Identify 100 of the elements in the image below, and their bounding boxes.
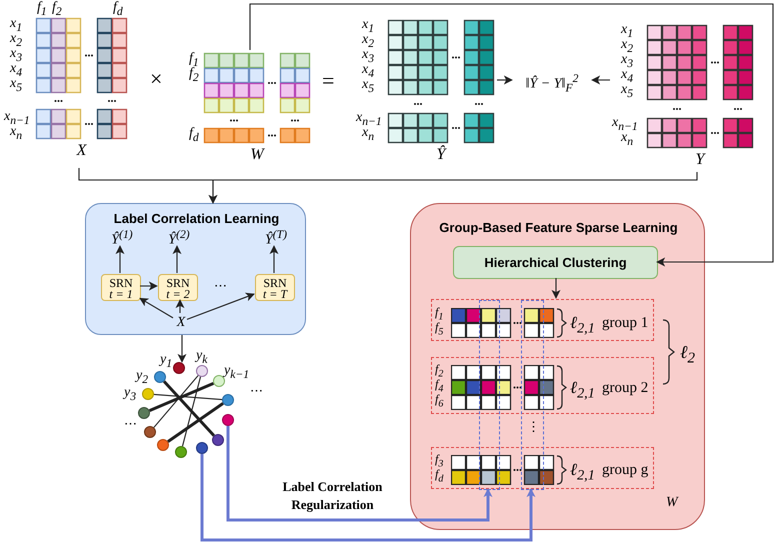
row-label: x$_{5}$ <box>621 83 634 100</box>
row-label: x$_{4}$ <box>621 68 634 84</box>
module-panel <box>410 203 705 530</box>
matrix-label: Ŷ <box>436 147 448 163</box>
group-label: group 1 <box>602 316 648 331</box>
arrow <box>591 76 610 84</box>
math-label: Ŷ$^{(T)}$ <box>264 229 288 248</box>
label-name: y$_{2}$ <box>136 369 148 386</box>
matrix-label: Y <box>694 152 707 168</box>
row-label: x$_{3}$ <box>10 47 22 64</box>
arrow <box>497 76 513 84</box>
row-label: f$_{2}$ <box>189 67 199 84</box>
group-label: group g <box>602 463 648 478</box>
row-label: x$_{n−1}$ <box>4 110 30 126</box>
selection-column <box>479 300 500 490</box>
row-label: x$_{5}$ <box>10 77 22 94</box>
arrow <box>200 454 536 542</box>
row-label: f$_{6}$ <box>435 393 444 410</box>
operator-symbol: = <box>322 70 334 92</box>
module-panel <box>85 203 306 335</box>
ellipsis: ⋯ <box>214 279 227 292</box>
norm-label: ℓ$_{2,1}$ <box>570 461 595 483</box>
srn-cell-box <box>101 274 141 301</box>
ellipsis: ⋯ <box>250 384 263 397</box>
label-name: y$_{k}$ <box>196 349 208 366</box>
panel-title: Group-Based Feature Sparse Learning <box>438 221 679 234</box>
connector-line <box>162 380 216 437</box>
arrow <box>186 292 255 320</box>
row-label: x$_{4}$ <box>362 63 374 80</box>
label-name: y$_{1}$ <box>160 353 172 370</box>
arrow <box>176 299 184 313</box>
norm-label: ℓ$_{2,1}$ <box>570 314 595 336</box>
matrix-label: X <box>75 143 88 159</box>
selection-column <box>521 300 544 490</box>
process-label: Hierarchical Clustering <box>483 256 628 269</box>
arrow <box>249 3 774 266</box>
panel-title: Label Correlation Learning <box>112 212 280 225</box>
connector-line <box>148 382 214 412</box>
row-label: x$_{2}$ <box>10 32 22 48</box>
row-label: f$_{1}$ <box>189 52 199 68</box>
time-step-label: t = 2 <box>165 288 191 300</box>
row-label: x$_{1}$ <box>621 23 634 40</box>
srn-cell-box <box>158 274 198 301</box>
time-step-label: t = T <box>262 288 289 300</box>
group-box <box>431 299 654 341</box>
ellipsis: ⋯ <box>124 417 137 430</box>
row-label: f$_{d}$ <box>435 468 444 484</box>
arrow <box>226 426 492 522</box>
row-label: x$_{1}$ <box>10 17 22 34</box>
row-label: x$_{n}$ <box>362 126 374 142</box>
process-box <box>453 246 658 279</box>
arrow <box>178 335 186 363</box>
operator-symbol: × <box>150 68 162 90</box>
matrix-label: W <box>249 147 266 163</box>
row-label: x$_{2}$ <box>621 38 634 54</box>
row-label: f$_{5}$ <box>435 321 444 338</box>
connector-line <box>153 375 199 428</box>
row-label: f$_{2}$ <box>435 363 444 380</box>
row-label: x$_{3}$ <box>362 48 374 64</box>
matrix-label: W <box>666 496 678 510</box>
norm-label: ℓ$_{2}$ <box>680 343 695 367</box>
row-label: f$_{4}$ <box>435 378 444 394</box>
connector-line <box>182 376 202 446</box>
connector-line <box>154 394 222 400</box>
math-label: Ŷ$^{(2)}$ <box>167 229 191 248</box>
row-label: x$_{5}$ <box>362 78 374 94</box>
group-box <box>431 357 654 414</box>
column-label: f$_{1}$ <box>37 1 47 18</box>
arrow <box>270 245 278 273</box>
row-label: f$_{3}$ <box>435 453 444 470</box>
group-label: group 2 <box>602 380 648 396</box>
cell-name: SRN <box>108 277 134 289</box>
norm-label: ℓ$_{2,1}$ <box>570 378 595 400</box>
label-name: y$_{k−1}$ <box>224 364 250 380</box>
row-label: x$_{4}$ <box>10 62 22 78</box>
arrow <box>552 278 560 299</box>
column-label: f$_{2}$ <box>52 1 62 18</box>
row-label: x$_{1}$ <box>362 18 374 34</box>
arrow <box>208 172 698 204</box>
group-box <box>431 447 654 489</box>
math-label: X <box>175 316 187 330</box>
ellipsis: ⋮ <box>527 420 540 433</box>
row-label: x$_{n}$ <box>10 125 22 142</box>
row-label: x$_{n−1}$ <box>356 111 382 128</box>
cell-name: SRN <box>165 277 191 289</box>
connector-line <box>167 402 224 443</box>
time-step-label: t = 1 <box>108 288 134 300</box>
row-label: x$_{3}$ <box>621 53 634 70</box>
srn-cell-box <box>255 274 295 301</box>
label-name: y$_{3}$ <box>124 386 136 402</box>
row-label: x$_{n−1}$ <box>612 116 638 132</box>
arrow <box>172 245 182 273</box>
math-label: Ŷ$^{(1)}$ <box>110 229 134 248</box>
arrow <box>139 298 174 318</box>
row-label: f$_{d}$ <box>189 127 199 144</box>
row-label: x$_{2}$ <box>362 33 374 50</box>
arrow <box>116 245 124 273</box>
row-label: f$_{1}$ <box>435 306 444 322</box>
cell-name: SRN <box>262 277 288 289</box>
arrow <box>140 282 158 290</box>
